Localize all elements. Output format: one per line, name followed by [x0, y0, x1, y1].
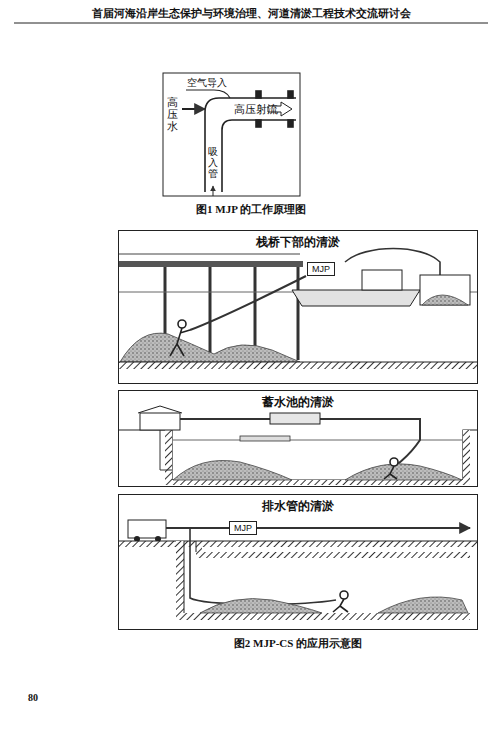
drain-scene	[119, 520, 477, 620]
figure-caption: 图1 MJP 的工作原理图	[196, 202, 306, 217]
running-header: 首届河海沿岸生态保护与环境治理、河道清淤工程技术交流研讨会	[92, 6, 411, 21]
mjp-principle	[163, 73, 300, 196]
box-label: MJP	[234, 523, 252, 533]
scene-panel: 排水管的清淤 MJP	[118, 494, 478, 630]
panel-heading: 栈桥下部的清淤	[253, 234, 343, 251]
scene-panel: 栈桥下部的清淤 MJP	[118, 230, 478, 384]
equipment-box: MJP	[307, 262, 335, 276]
part-name: 高压射流	[234, 102, 278, 117]
pier-scene	[119, 249, 477, 370]
part-name: 吸入管	[208, 146, 218, 179]
page-number: 80	[28, 692, 38, 703]
panel-heading: 排水管的清淤	[259, 498, 337, 515]
panel-heading: 蓄水池的清淤	[259, 394, 337, 411]
part-name: 空气导入	[187, 76, 227, 90]
header-rule	[14, 23, 488, 24]
reservoir-scene	[119, 406, 477, 485]
box-label: MJP	[312, 264, 330, 274]
figure-caption: 图2 MJP-CS 的应用示意图	[234, 636, 362, 651]
scene-panel: 蓄水池的清淤	[118, 390, 478, 487]
equipment-box: MJP	[229, 521, 257, 535]
part-name: 高压水	[167, 96, 178, 132]
